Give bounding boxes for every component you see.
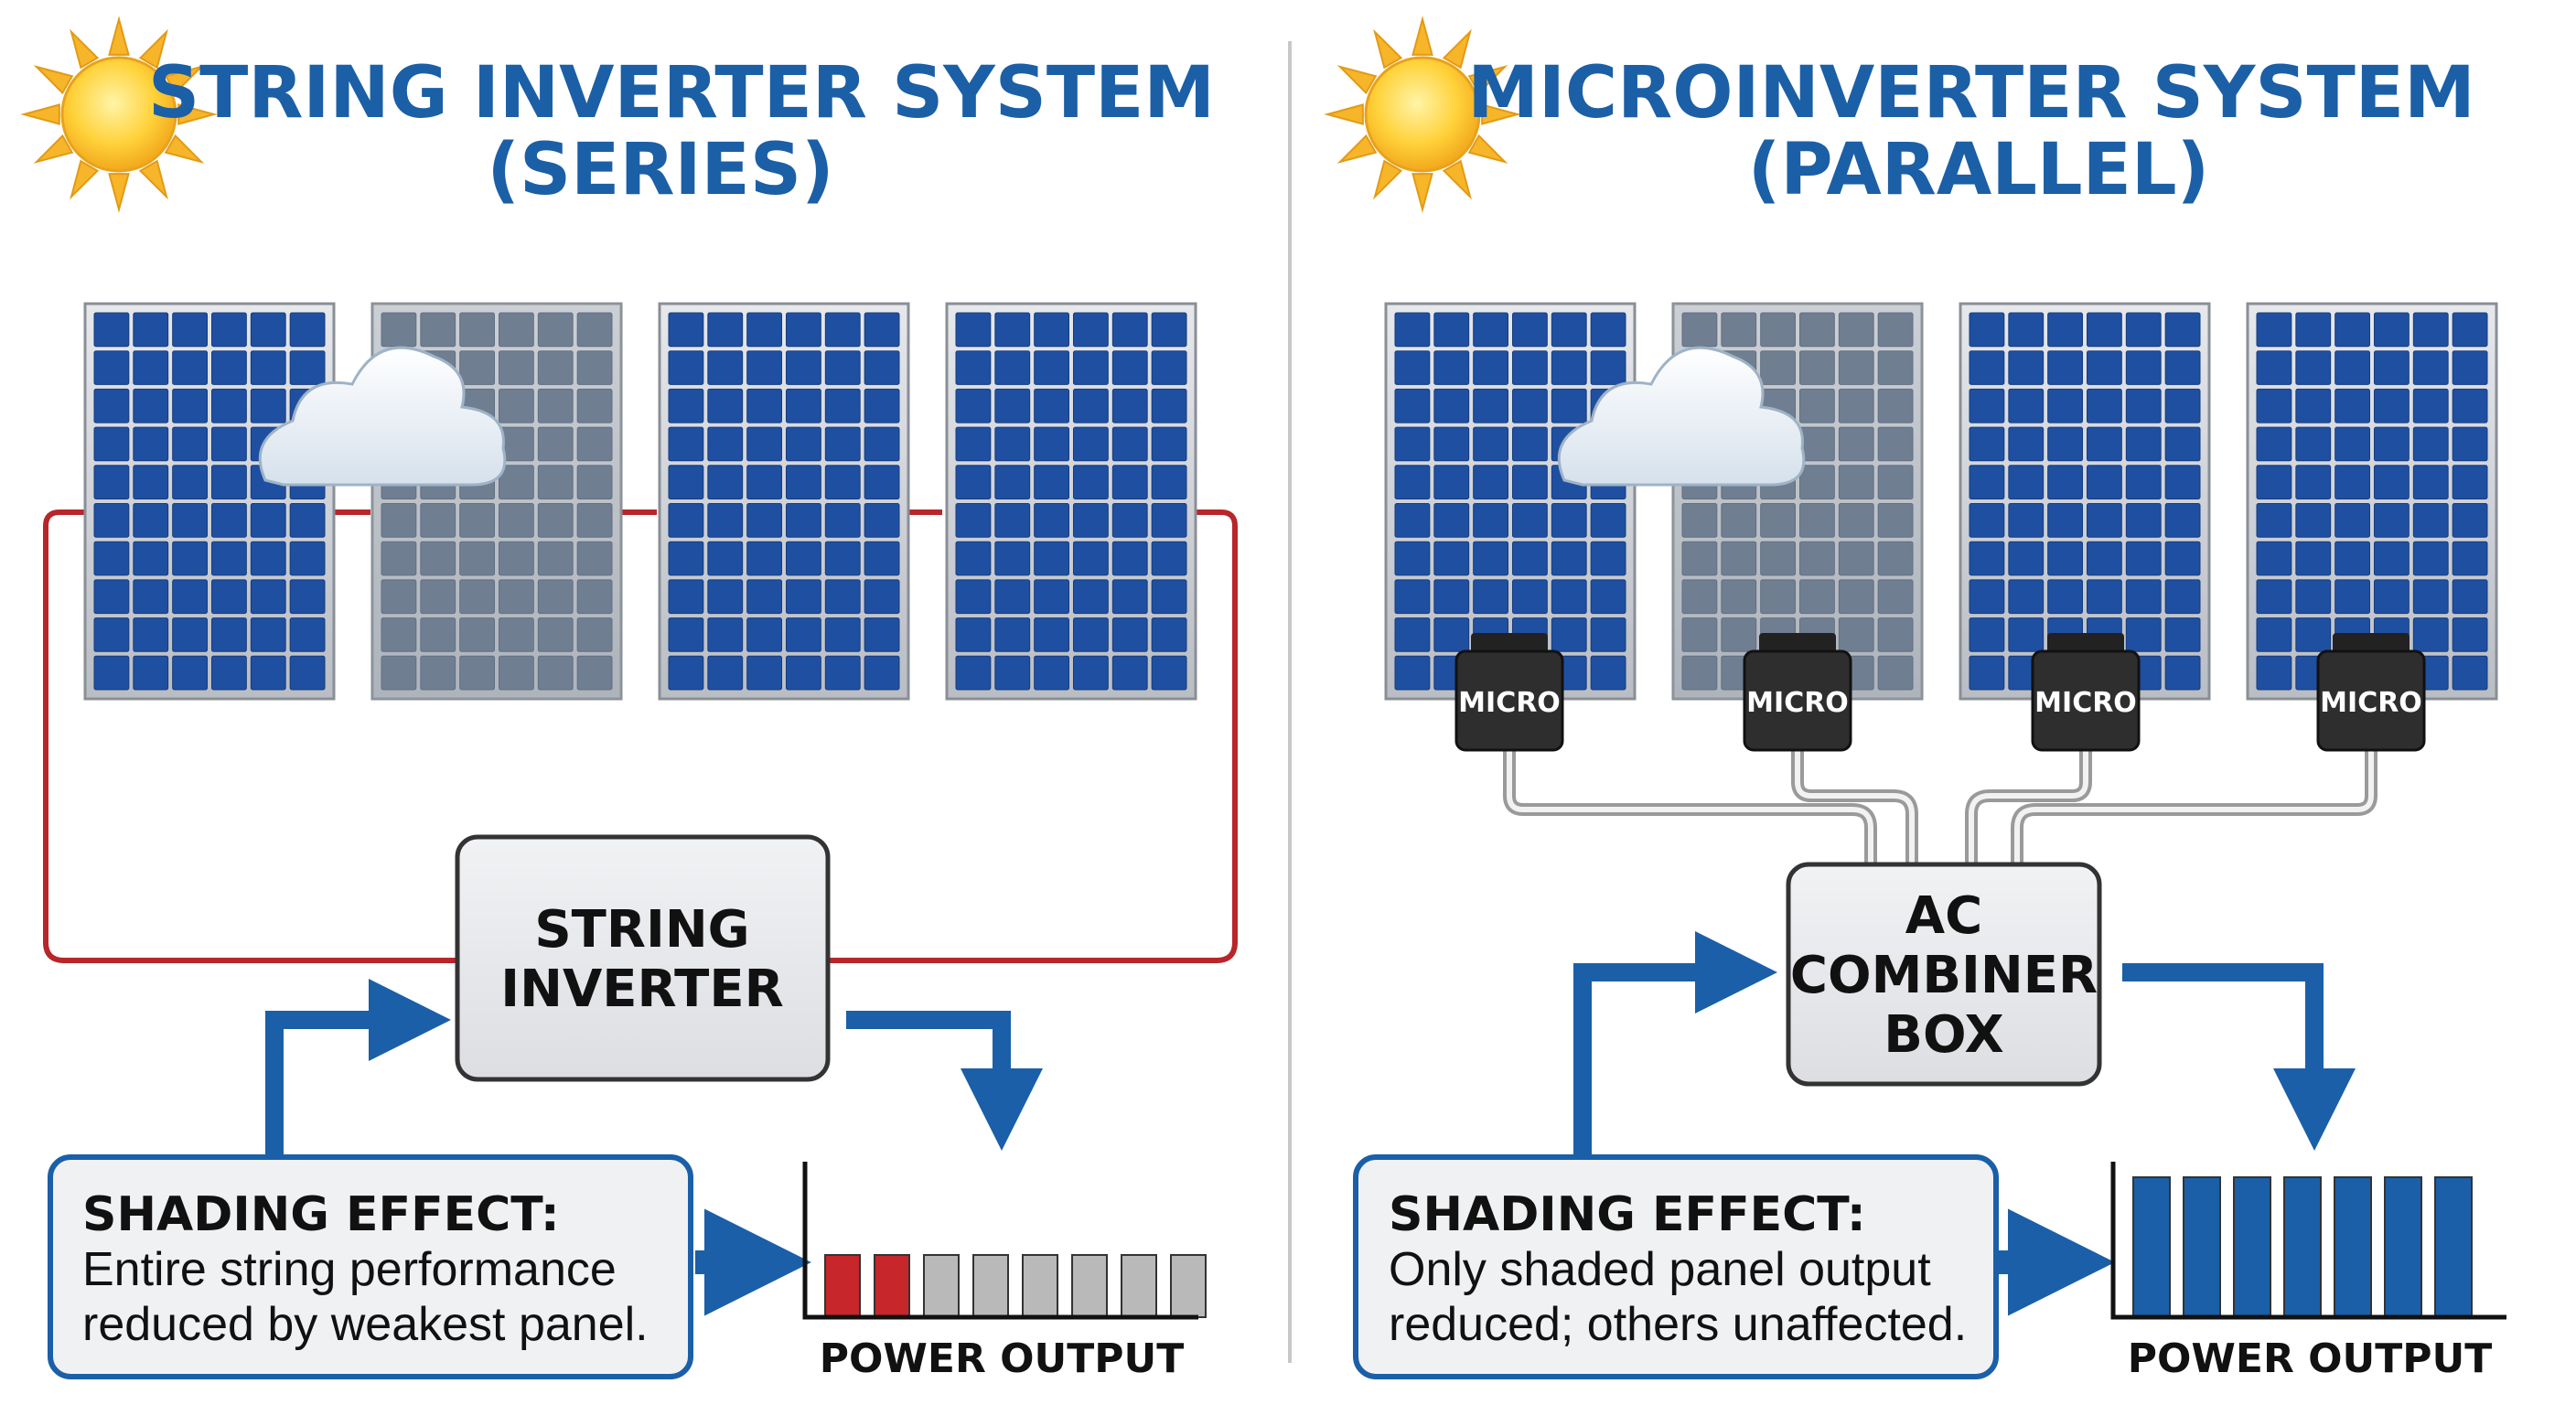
right-shading-effect-box	[1353, 1154, 1999, 1379]
power-bar	[1170, 1254, 1207, 1318]
ac-combiner-box	[1786, 862, 2102, 1087]
solar-panel	[370, 302, 623, 701]
solar-panel	[658, 302, 910, 701]
power-bar	[1071, 1254, 1108, 1318]
flow-arrow-to-output-right	[2122, 963, 2356, 1151]
left-effect-heading: SHADING EFFECT:	[82, 1187, 560, 1242]
left-effect-line2: reduced by weakest panel.	[82, 1298, 649, 1351]
combiner-label-line3: BOX	[1884, 1005, 2003, 1065]
sun-icon	[1324, 16, 1521, 213]
power-bar	[2132, 1176, 2171, 1318]
micro-label: MICRO	[2320, 687, 2422, 719]
flow-arrow-to-combiner	[1573, 931, 1777, 1157]
micro-label: MICRO	[2034, 687, 2137, 719]
micro-label: MICRO	[1458, 687, 1561, 719]
right-effect-line1: Only shaded panel output	[1389, 1243, 1931, 1296]
flow-arrow-to-output	[846, 1011, 1043, 1151]
left-section: STRING INVERTER SYSTEM (SERIES) STRING I…	[20, 16, 1238, 1382]
left-shading-effect-box	[48, 1154, 693, 1379]
micro-label: MICRO	[1746, 687, 1849, 719]
solar-panel	[945, 302, 1197, 701]
right-chart-label: POWER OUTPUT	[2128, 1335, 2493, 1382]
cloud-icon	[258, 346, 507, 487]
power-bar	[874, 1254, 910, 1318]
left-effect-line1: Entire string performance	[82, 1243, 617, 1296]
string-inverter-label-line2: INVERTER	[500, 960, 783, 1019]
left-title-line1: STRING INVERTER SYSTEM	[148, 52, 1215, 134]
left-title-line2: (SERIES)	[487, 129, 833, 211]
left-chart-label: POWER OUTPUT	[820, 1335, 1185, 1382]
solar-panel	[2246, 302, 2498, 701]
power-bar	[1121, 1254, 1157, 1318]
micro-inverter: MICRO	[1743, 633, 1852, 752]
power-bar	[2434, 1176, 2473, 1318]
cloud-icon	[1557, 346, 1806, 487]
solar-panel	[83, 302, 336, 701]
power-bar	[972, 1254, 1009, 1318]
power-bar	[2183, 1176, 2221, 1318]
power-bar	[2384, 1176, 2422, 1318]
micro-row: MICRO MICRO MICRO MICRO	[1454, 633, 2426, 752]
left-panel-row	[83, 302, 1197, 701]
dc-series-wire	[43, 509, 1238, 963]
right-title-line2: (PARALLEL)	[1748, 129, 2210, 211]
chart-axes	[2110, 1162, 2506, 1320]
right-panel-row	[1384, 302, 2498, 701]
combiner-label-line1: AC	[1905, 886, 1982, 946]
string-inverter-label-line1: STRING	[534, 900, 749, 960]
micro-inverter: MICRO	[1454, 633, 1564, 752]
right-effect-line2: reduced; others unaffected.	[1389, 1298, 1967, 1351]
right-power-output-chart	[2110, 1162, 2506, 1320]
right-title-line1: MICROINVERTER SYSTEM	[1467, 52, 2474, 134]
power-bar	[2233, 1176, 2271, 1318]
micro-inverter: MICRO	[2316, 633, 2426, 752]
combiner-label-line2: COMBINER	[1790, 946, 2098, 1005]
left-power-output-chart	[802, 1162, 1207, 1320]
flow-arrow-to-inverter	[265, 979, 451, 1157]
micro-inverter: MICRO	[2031, 633, 2141, 752]
string-inverter-box	[455, 834, 831, 1082]
chart-axes	[802, 1162, 1198, 1320]
power-bar	[1022, 1254, 1058, 1318]
sun-icon	[20, 16, 218, 213]
right-effect-heading: SHADING EFFECT:	[1389, 1187, 1866, 1242]
power-bar	[923, 1254, 960, 1318]
power-bar	[2334, 1176, 2372, 1318]
power-bar	[2283, 1176, 2322, 1318]
power-bar	[824, 1254, 861, 1318]
